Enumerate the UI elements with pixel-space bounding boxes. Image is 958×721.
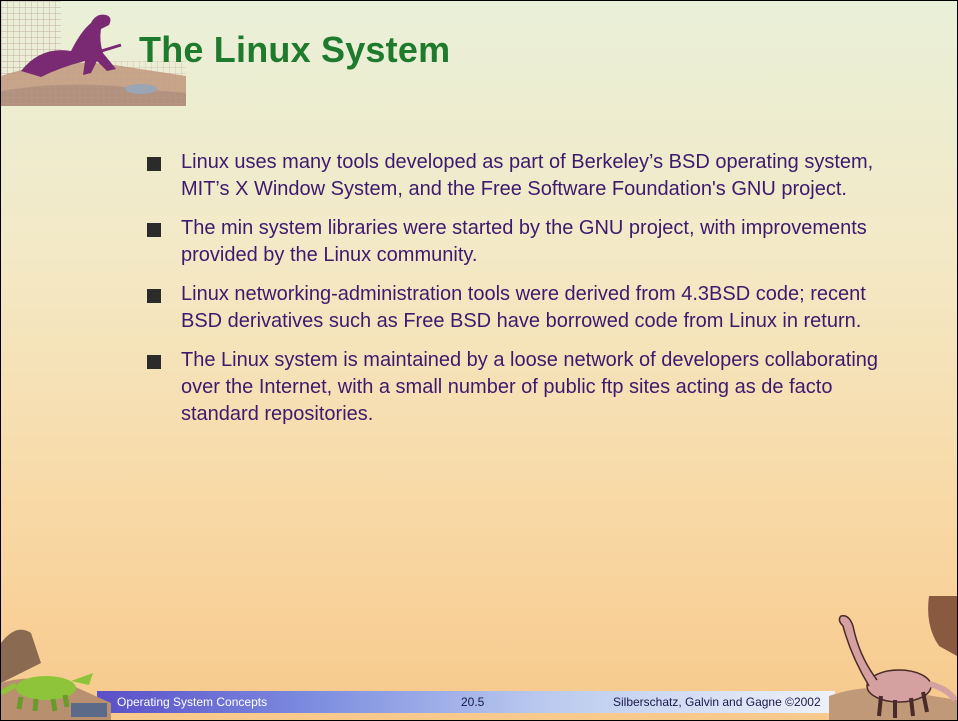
triceratops-icon: [1, 629, 111, 720]
dinosaur-grid-icon: [1, 1, 186, 106]
bullet-text: The min system libraries were started by…: [181, 217, 867, 266]
square-bullet-icon: [147, 289, 161, 303]
footer-authors: Silberschatz, Galvin and Gagne ©2002: [613, 695, 821, 709]
square-bullet-icon: [147, 355, 161, 369]
bullet-text: Linux uses many tools developed as part …: [181, 151, 874, 200]
bullet-list: Linux uses many tools developed as part …: [147, 149, 887, 440]
square-bullet-icon: [147, 223, 161, 237]
bullet-item: Linux networking-administration tools we…: [147, 281, 887, 335]
square-bullet-icon: [147, 157, 161, 171]
bullet-item: The min system libraries were started by…: [147, 215, 887, 269]
bullet-item: Linux uses many tools developed as part …: [147, 149, 887, 203]
brontosaurus-icon: [829, 596, 957, 720]
bullet-text: Linux networking-administration tools we…: [181, 283, 866, 332]
footer-course-title: Operating System Concepts: [117, 695, 268, 709]
footer-page-number: 20.5: [461, 695, 485, 709]
bullet-text: The Linux system is maintained by a loos…: [181, 349, 879, 425]
footer-bar: [97, 691, 835, 713]
slide-title: The Linux System: [139, 29, 451, 70]
bullet-item: The Linux system is maintained by a loos…: [147, 347, 887, 428]
